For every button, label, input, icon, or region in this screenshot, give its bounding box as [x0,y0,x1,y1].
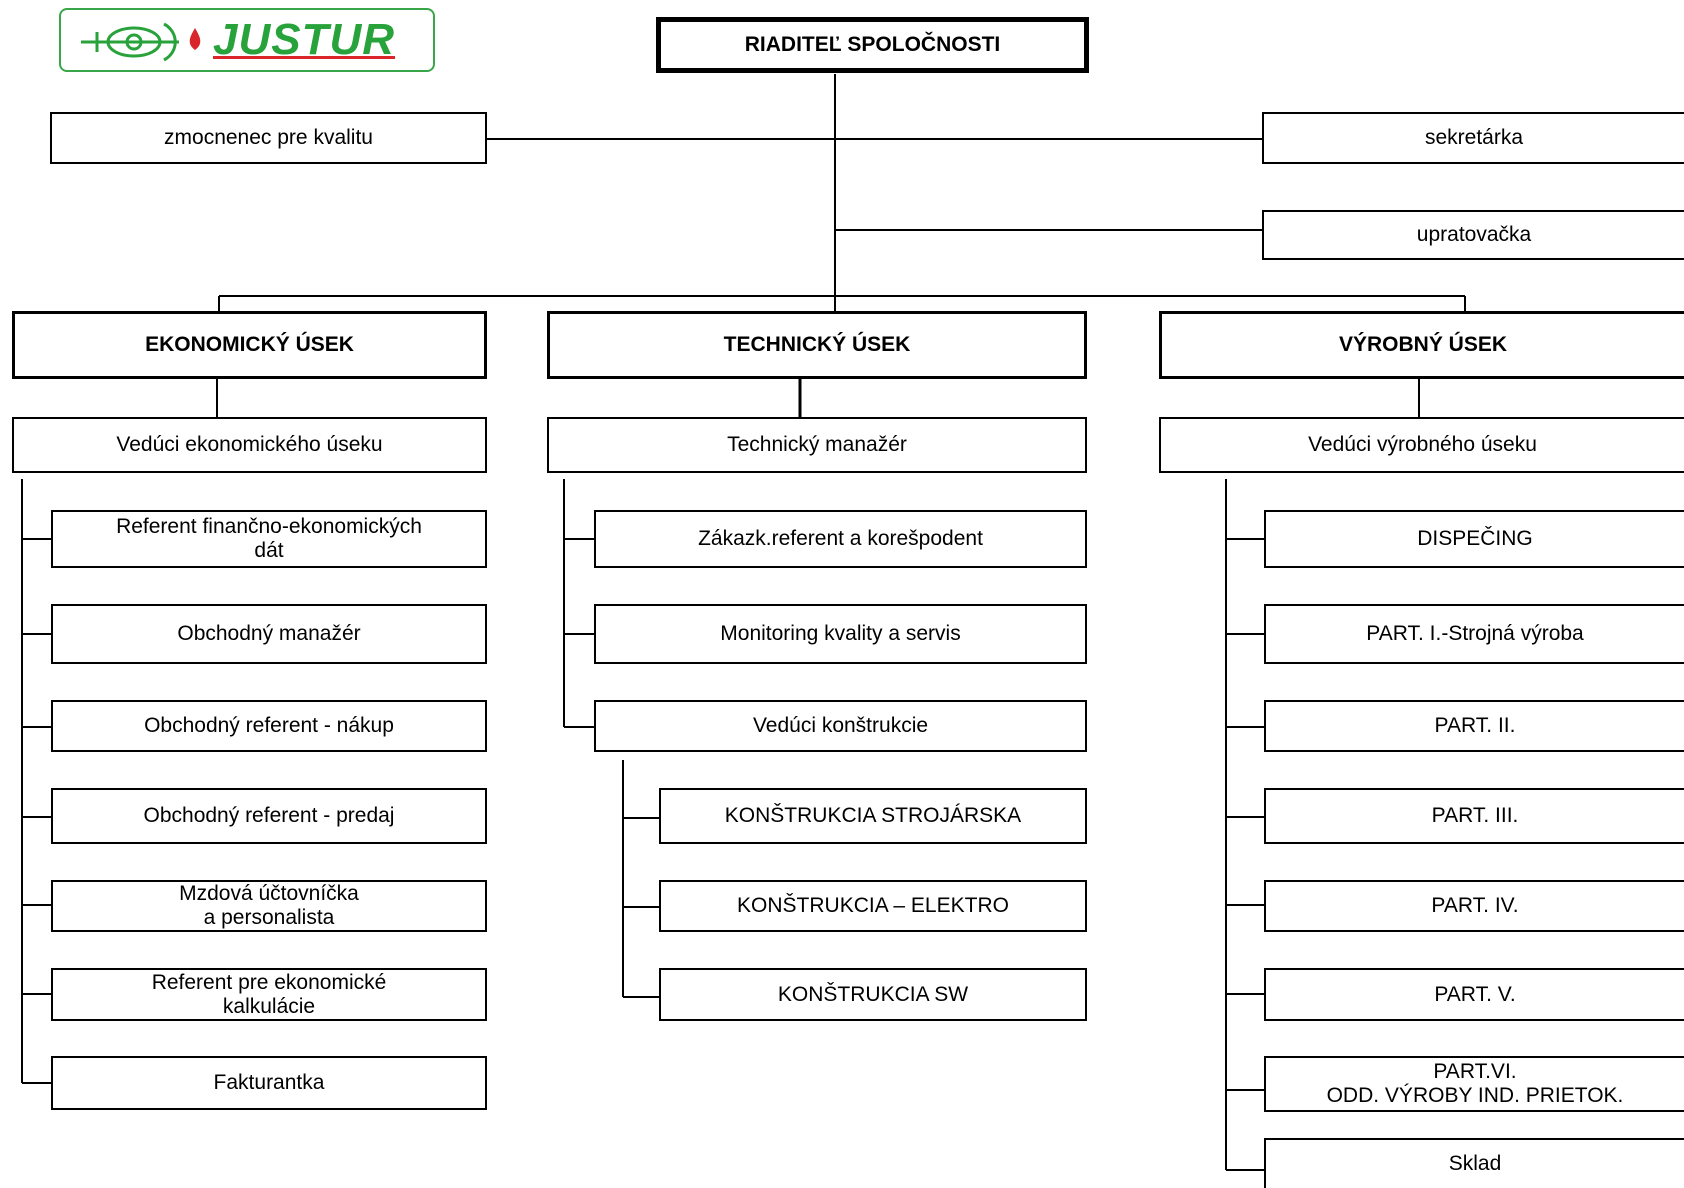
justur-logo: JUSTUR [59,8,435,72]
unit-label: PART.VI. ODD. VÝROBY IND. PRIETOK. [1326,1060,1624,1107]
unit-label: KONŠTRUKCIA – ELEKTRO [737,894,1009,917]
unit-label: Referent finančno-ekonomických dát [116,515,422,562]
director-label: RIADITEĽ SPOLOČNOSTI [744,33,1001,56]
subunit-technical[interactable]: KONŠTRUKCIA – ELEKTRO [659,880,1087,932]
unit-technical[interactable]: Vedúci konštrukcie [594,700,1087,752]
head-production[interactable]: Vedúci výrobného úseku [1159,417,1684,473]
head-label: Vedúci výrobného úseku [1308,433,1537,456]
unit-label: PART. V. [1434,982,1516,1006]
cleaner-label: upratovačka [1416,223,1532,246]
unit-label: Obchodný referent - nákup [144,714,394,737]
division-technical[interactable]: TECHNICKÝ ÚSEK [547,311,1087,379]
unit-label: Vedúci konštrukcie [752,714,929,737]
head-label: Technický manažér [727,433,907,456]
division-title: VÝROBNÝ ÚSEK [1338,333,1508,356]
unit-economic[interactable]: Fakturantka [51,1056,487,1110]
unit-production[interactable]: PART. II. [1264,700,1684,752]
unit-label: KONŠTRUKCIA SW [777,982,969,1006]
logo-emblem-icon [81,22,201,62]
unit-technical[interactable]: Zákazk.referent a korešpodent [594,510,1087,568]
unit-label: PART. I.-Strojná výroba [1366,622,1584,645]
unit-label: Sklad [1448,1152,1502,1175]
head-technical[interactable]: Technický manažér [547,417,1087,473]
director-box[interactable]: RIADITEĽ SPOLOČNOSTI [656,17,1089,73]
unit-economic[interactable]: Obchodný manažér [51,604,487,664]
unit-label: DISPEČING [1417,527,1533,550]
quality-officer-box[interactable]: zmocnenec pre kvalitu [50,112,487,164]
unit-technical[interactable]: Monitoring kvality a servis [594,604,1087,664]
unit-label: Obchodný referent - predaj [143,804,395,827]
unit-label: Monitoring kvality a servis [720,622,961,645]
unit-production[interactable]: PART. I.-Strojná výroba [1264,604,1684,664]
division-title: EKONOMICKÝ ÚSEK [145,333,354,356]
cleaner-box[interactable]: upratovačka [1262,210,1684,260]
unit-production[interactable]: Sklad [1264,1138,1684,1188]
unit-label: Zákazk.referent a korešpodent [698,527,983,550]
unit-economic[interactable]: Mzdová účtovníčka a personalista [51,880,487,932]
quality-officer-label: zmocnenec pre kvalitu [164,126,373,149]
unit-production[interactable]: DISPEČING [1264,510,1684,568]
head-label: Vedúci ekonomického úseku [116,433,383,456]
subunit-technical[interactable]: KONŠTRUKCIA STROJÁRSKA [659,788,1087,844]
subunit-technical[interactable]: KONŠTRUKCIA SW [659,968,1087,1021]
unit-economic[interactable]: Obchodný referent - predaj [51,788,487,844]
unit-production[interactable]: PART. V. [1264,968,1684,1021]
secretary-box[interactable]: sekretárka [1262,112,1684,164]
unit-economic[interactable]: Referent finančno-ekonomických dát [51,510,487,568]
unit-production[interactable]: PART. IV. [1264,880,1684,932]
secretary-label: sekretárka [1424,126,1524,149]
unit-label: Obchodný manažér [177,622,361,645]
logo-text: JUSTUR [213,15,396,64]
unit-label: PART. IV. [1431,894,1519,917]
division-title: TECHNICKÝ ÚSEK [723,333,911,356]
unit-economic[interactable]: Obchodný referent - nákup [51,700,487,752]
unit-label: PART. III. [1431,804,1519,827]
unit-label: Mzdová účtovníčka a personalista [179,882,359,929]
unit-label: KONŠTRUKCIA STROJÁRSKA [724,804,1022,827]
unit-label: Fakturantka [213,1071,325,1094]
division-economic[interactable]: EKONOMICKÝ ÚSEK [12,311,487,379]
unit-production[interactable]: PART. III. [1264,788,1684,844]
unit-label: PART. II. [1434,714,1516,737]
head-economic[interactable]: Vedúci ekonomického úseku [12,417,487,473]
unit-economic[interactable]: Referent pre ekonomické kalkulácie [51,968,487,1021]
division-production[interactable]: VÝROBNÝ ÚSEK [1159,311,1684,379]
unit-production[interactable]: PART.VI. ODD. VÝROBY IND. PRIETOK. [1264,1056,1684,1112]
unit-label: Referent pre ekonomické kalkulácie [151,970,387,1018]
